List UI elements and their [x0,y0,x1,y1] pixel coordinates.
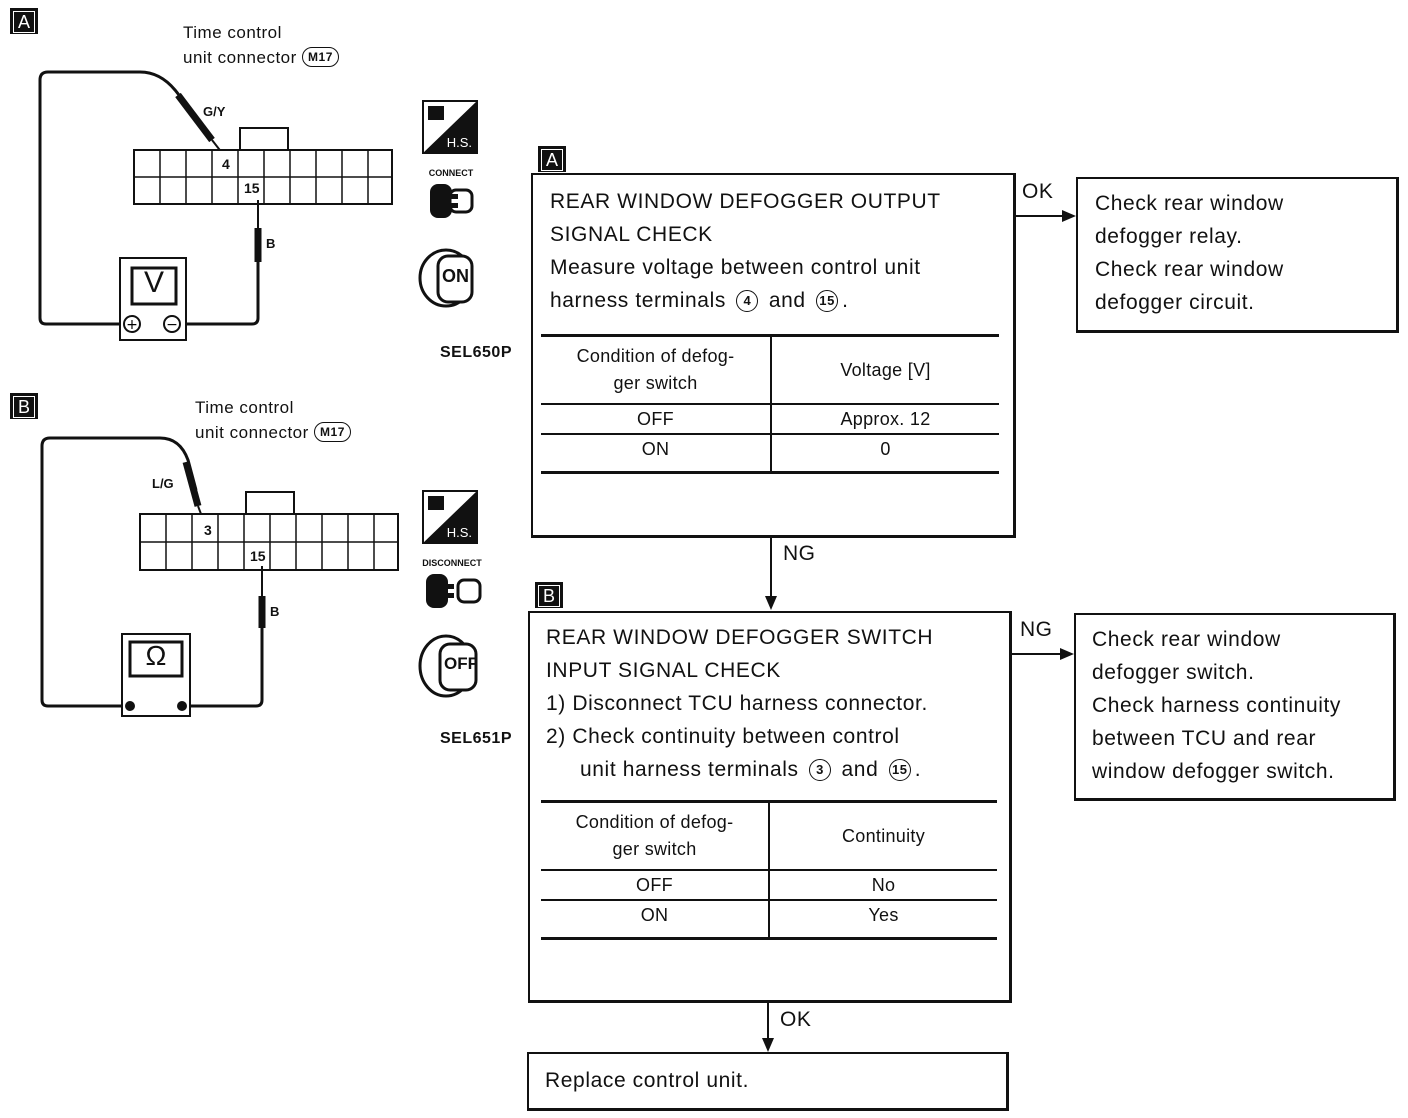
final-box: Replace control unit. [527,1052,1009,1111]
terminal-3-badge: 3 [809,759,832,781]
terminal-label-4: 4 [222,156,230,172]
terminal-label-15: 15 [250,548,266,564]
voltmeter-symbol: V [143,266,164,299]
step-b-tag: B [535,582,563,608]
step-b-title: REAR WINDOW DEFOGGER SWITCH [546,626,934,649]
ignition-on-icon: ON [416,246,486,310]
figure-code-b: SEL651P [440,730,512,747]
connector-disconnect-icon: DISCONNECT [414,558,490,618]
ng-b-box: Check rear window defogger switch. Check… [1074,613,1396,801]
ok-label-b: OK [780,1008,812,1031]
terminal-15-badge: 15 [816,290,839,312]
wire-label-gy: G/Y [203,104,226,119]
ohmmeter-symbol: Ω [145,640,167,671]
connector-ref-badge: M17 [302,47,339,67]
wire-label-b: B [270,604,280,619]
hs-icon: H.S. [422,100,478,154]
diagram-a-wiring: + − [38,70,393,341]
diagram-b-caption: Time control unit connector M17 [195,395,351,445]
connector-ref-badge: M17 [314,422,351,442]
diagram-b-wiring [40,436,399,717]
step-b-table: Condition of defog-ger switch Continuity… [541,800,997,940]
ng-label-b: NG [1020,618,1053,641]
terminal-label-15: 15 [244,180,260,196]
terminal-4-badge: 4 [736,290,759,312]
diagram-b-tag: B [10,393,38,419]
svg-text:+: + [126,317,138,333]
step-a-table: Condition of defog-ger switch Voltage [V… [541,334,999,474]
wire-label-lg: L/G [152,476,174,491]
terminal-label-3: 3 [204,522,212,538]
wire-label-b: B [266,236,276,251]
diagram-a-tag: A [10,8,38,34]
figure-code-a: SEL650P [440,344,512,361]
ok-a-box: Check rear window defogger relay. Check … [1076,177,1399,333]
ignition-off-icon: OFF [416,632,486,698]
diagram-a-caption: Time control unit connector M17 [183,20,339,70]
ok-label-a: OK [1022,180,1054,203]
connector-connect-icon: CONNECT [416,168,486,228]
terminal-15-badge: 15 [888,759,911,781]
svg-text:−: − [166,317,178,333]
ng-label-a: NG [783,542,816,565]
step-a-tag: A [538,146,566,172]
step-a-title: REAR WINDOW DEFOGGER OUTPUT [550,190,941,213]
hs-icon: H.S. [422,490,478,544]
